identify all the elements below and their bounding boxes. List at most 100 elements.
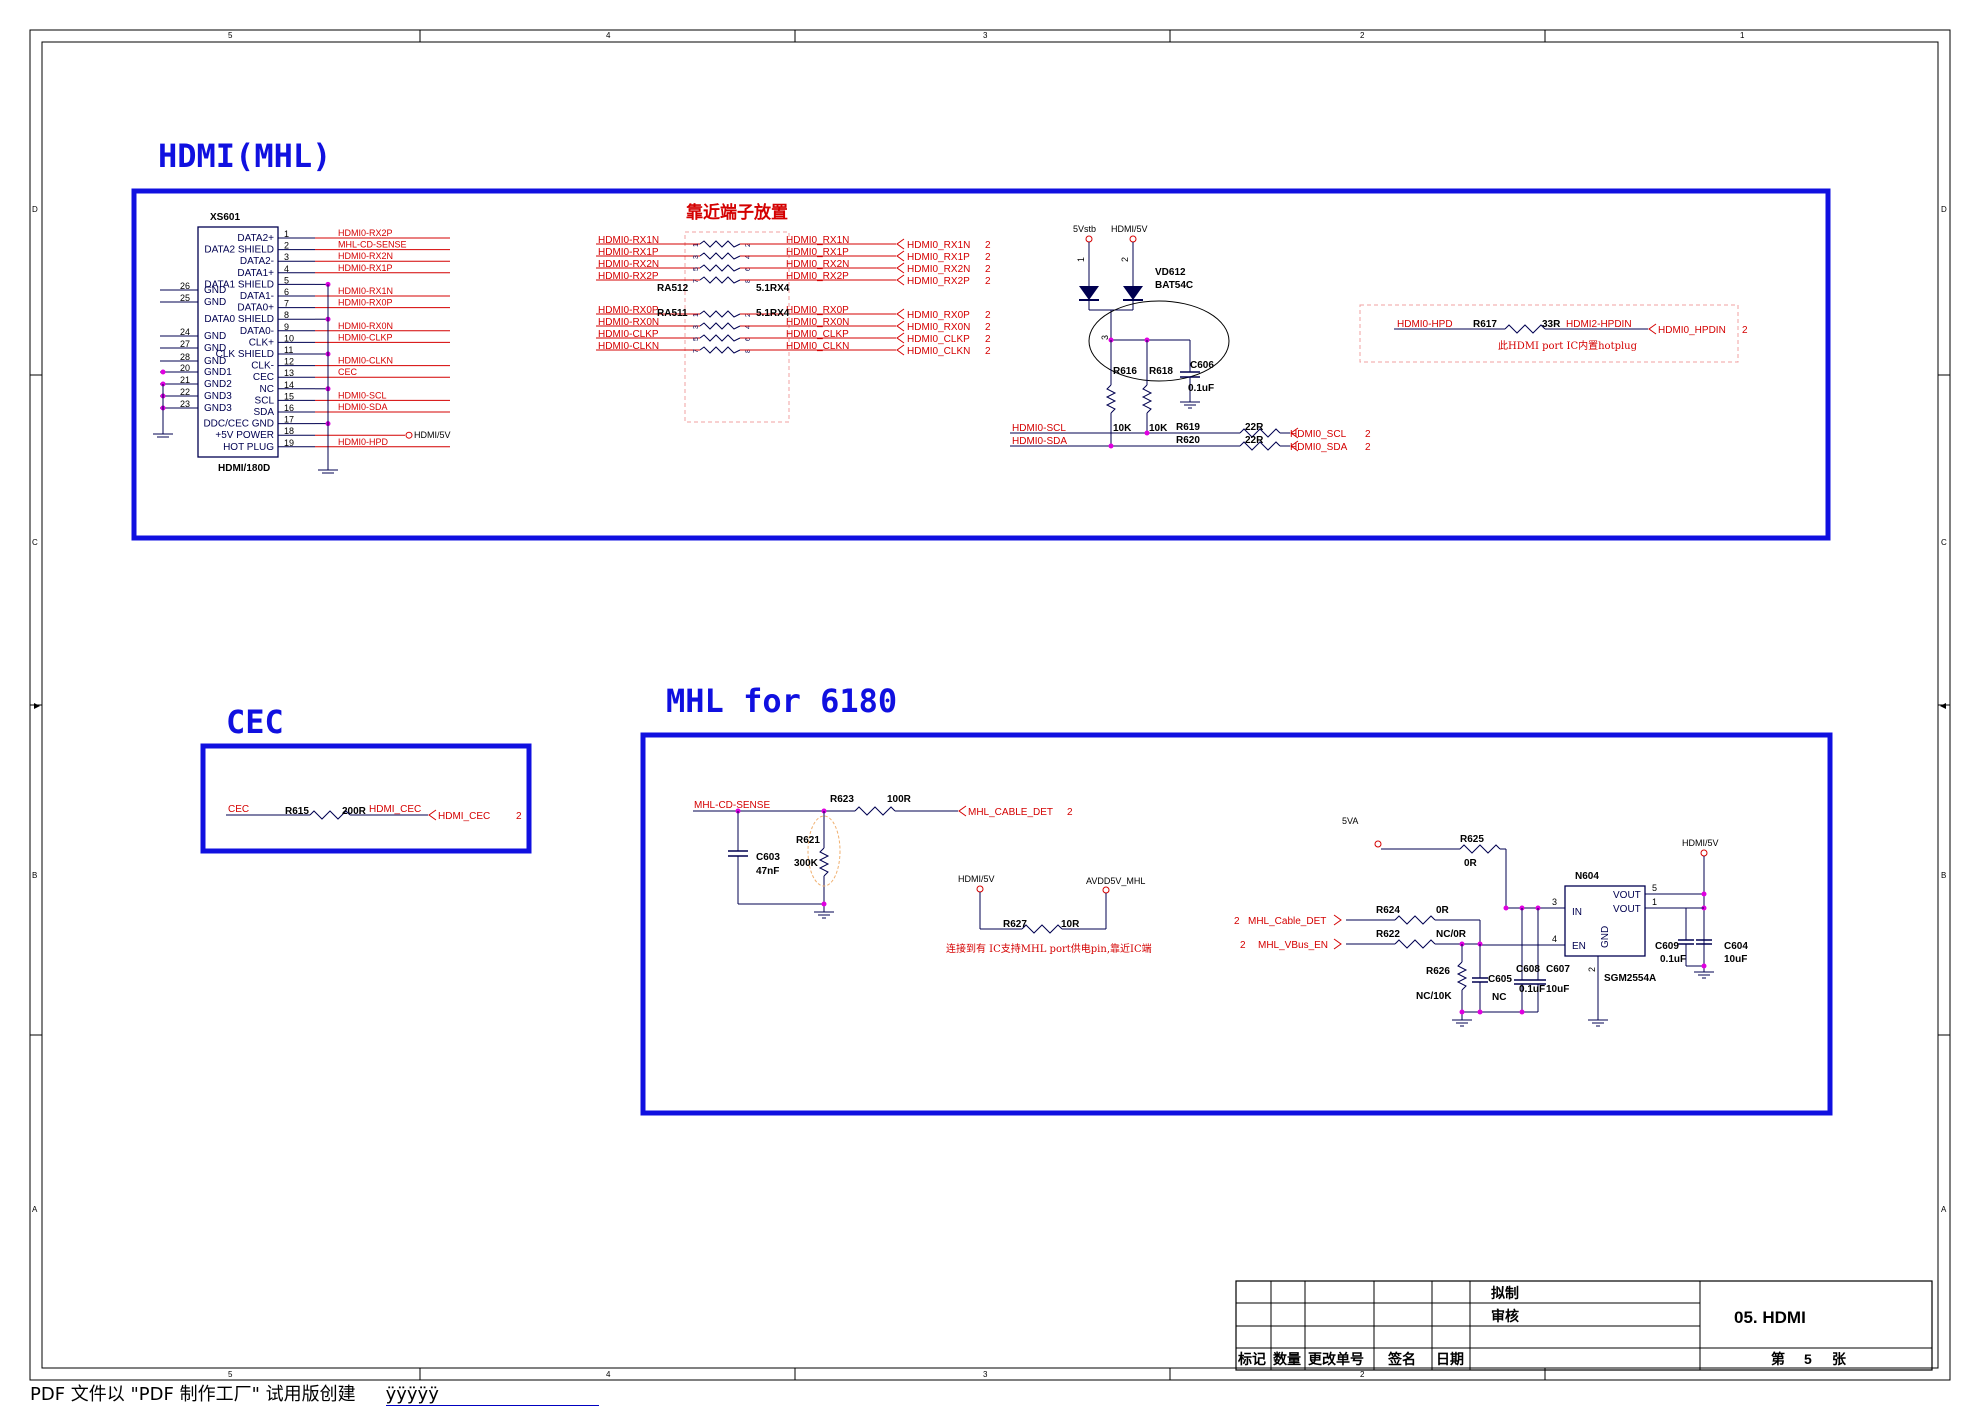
5va-label: 5VA	[1342, 816, 1358, 826]
resnet-left-net: HDMI0-RX1P	[598, 247, 659, 258]
ldo-pin4: 4	[1552, 934, 1557, 944]
r618-ref: R618	[1149, 366, 1173, 377]
row-marker: B	[32, 871, 37, 880]
tb-h-date: 日期	[1436, 1351, 1464, 1367]
resnet-off-sheet-net: HDMI0_RX2P	[907, 276, 970, 287]
row-marker: C	[32, 538, 38, 547]
tb-title: 05. HDMI	[1734, 1308, 1806, 1327]
r623-value: 100R	[887, 794, 912, 805]
c609-value: 0.1uF	[1660, 954, 1686, 965]
cable-det-off-sheet	[958, 805, 967, 817]
resnet-left-net: HDMI0-RX2P	[598, 271, 659, 282]
hdmi-section-box	[131, 188, 1831, 541]
resnet-sheet-ref: 2	[985, 322, 991, 333]
col-marker: 5	[228, 31, 233, 40]
resnet-resistor	[699, 264, 741, 272]
connector-left-pin-name: GND3	[204, 403, 232, 414]
resnet-sheet-ref: 2	[985, 240, 991, 251]
connector-pin-number: 4	[284, 264, 289, 274]
c603-value: 47nF	[756, 866, 779, 877]
resnet-sheet-ref: 2	[985, 310, 991, 321]
c604-ref: C604	[1724, 941, 1748, 952]
mhl-hdmi5v-label: HDMI/5V	[958, 874, 995, 884]
resnet-right-net: HDMI0_CLKN	[786, 341, 849, 352]
resnet-sheet-ref: 2	[985, 264, 991, 275]
hdmi5v-label: HDMI/5V	[1111, 224, 1148, 234]
row-marker: D	[32, 205, 38, 214]
resnet-off-sheet-net: HDMI0_RX1P	[907, 252, 970, 263]
ra511-value: 5.1RX4	[756, 308, 790, 319]
connector-left-pin-number: 28	[180, 352, 190, 362]
connector-pin-name: SDA	[253, 407, 274, 418]
connector-net-label: HDMI0-CLKP	[338, 332, 393, 342]
sda-in-net: HDMI0-SDA	[1012, 436, 1067, 447]
r619-value: 22R	[1245, 422, 1264, 433]
connector-left-pin-number: 27	[180, 339, 190, 349]
connector-pin-name: DATA1-	[240, 291, 274, 302]
connector-pin-name: HOT PLUG	[223, 442, 274, 453]
resnet-off-sheet	[896, 262, 905, 274]
ldo-vout2-pin: VOUT	[1613, 904, 1641, 915]
connector-net-label: HDMI0-RX2P	[338, 228, 393, 238]
vbus-en-port	[1333, 938, 1342, 950]
connector-net-label: MHL-CD-SENSE	[338, 240, 407, 250]
connector-pin-number: 3	[284, 252, 289, 262]
resnet-pin-left: 7	[693, 279, 700, 283]
connector-left-pin-number: 20	[180, 363, 190, 373]
cec-section-title: CEC	[226, 703, 284, 741]
tb-drafted: 拟制	[1491, 1285, 1519, 1301]
diode-pin1: 1	[1076, 257, 1086, 262]
resnet-sheet-ref: 2	[985, 334, 991, 345]
r617-ref: R617	[1473, 319, 1497, 330]
hpd-sheet-ref: 2	[1742, 325, 1748, 336]
connector-pin-number: 19	[284, 438, 294, 448]
cable-det2-sheet: 2	[1234, 916, 1240, 927]
ldo-ref: N604	[1575, 871, 1599, 882]
r624-ref: R624	[1376, 905, 1400, 916]
col-marker: 1	[1740, 31, 1745, 40]
r621-ref: R621	[796, 835, 820, 846]
connector-net-label: HDMI/5V	[414, 430, 451, 440]
row-marker: C	[1941, 538, 1947, 547]
r621-value: 300K	[794, 858, 819, 869]
tb-sheet-pre: 第	[1771, 1351, 1785, 1367]
hdmi-section-title: HDMI(MHL)	[158, 137, 331, 175]
connector-pin-name: NC	[260, 384, 274, 395]
resnet-pin-left: 7	[693, 349, 700, 353]
cable-det2-port	[1333, 914, 1342, 926]
resnet-pin-right: 4	[745, 255, 752, 259]
diode-a	[1079, 286, 1099, 300]
connector-net-label: HDMI0-RX0N	[338, 321, 393, 331]
tb-h-sign: 签名	[1387, 1351, 1416, 1367]
connector-pin-name: CEC	[253, 372, 274, 383]
center-arrow-left	[34, 703, 40, 709]
resnet-pin-left: 3	[693, 325, 700, 329]
connector-net-label: HDMI0-RX2N	[338, 251, 393, 261]
resnet-right-net: HDMI0_RX1P	[786, 247, 849, 258]
scl-off-sheet	[1290, 427, 1299, 439]
r620-value: 22R	[1245, 435, 1264, 446]
connector-pin-number: 18	[284, 426, 294, 436]
tb-reviewed: 审核	[1491, 1308, 1519, 1324]
cec-net-mid: HDMI_CEC	[369, 804, 421, 815]
connector-left-pin-name: GND2	[204, 379, 232, 390]
resnet-sheet-ref: 2	[985, 276, 991, 287]
connector-left-pin-number: 26	[180, 281, 190, 291]
cec-section-box	[200, 743, 532, 854]
connector-left-pin-number: 24	[180, 327, 190, 337]
ldo-pin3: 3	[1552, 897, 1557, 907]
connector-pin-number: 2	[284, 241, 289, 251]
r626-ref: R626	[1426, 966, 1450, 977]
resnet-pin-right: 4	[745, 325, 752, 329]
r621-highlight	[807, 815, 841, 887]
connector-net-label: CEC	[338, 367, 358, 377]
hdmi-connector: XS601 HDMI/180D 1DATA2+HDMI0-RX2P2DATA2 …	[153, 212, 451, 474]
resnet-right-net: HDMI0_RX0N	[786, 317, 849, 328]
vbus-en-sheet: 2	[1240, 940, 1246, 951]
connector-net-label: HDMI0-RX0P	[338, 298, 393, 308]
tb-sheet-no: 5	[1804, 1351, 1812, 1367]
tb-h-change: 更改单号	[1308, 1351, 1364, 1367]
ra512-value: 5.1RX4	[756, 283, 790, 294]
connector-pin-number: 14	[284, 380, 294, 390]
c605-ref: C605	[1488, 974, 1512, 985]
